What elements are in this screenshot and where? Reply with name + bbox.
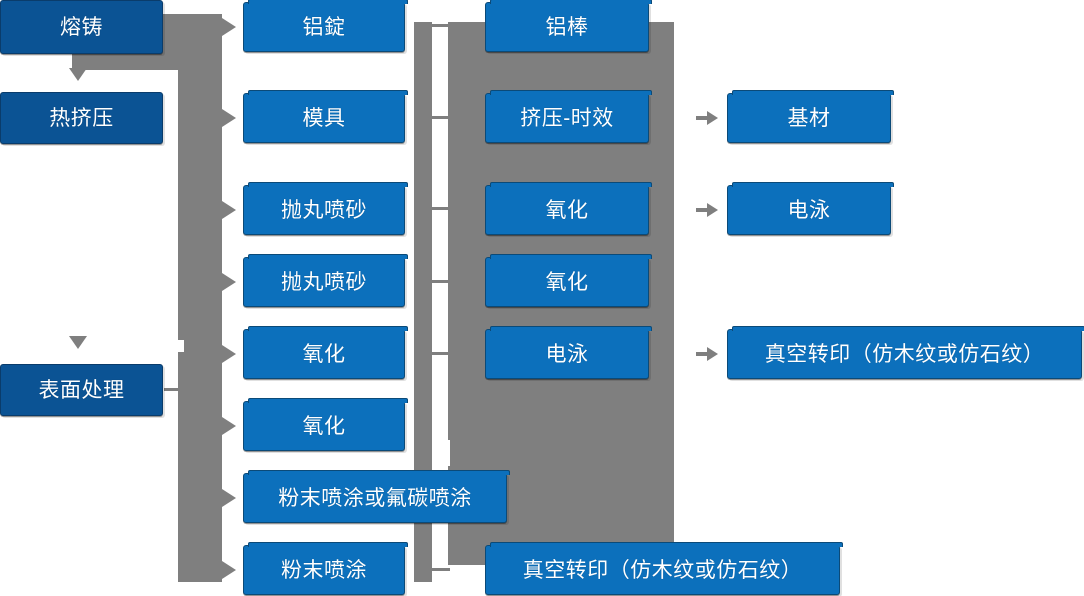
- left-bracket-stub-bottom: [160, 340, 184, 352]
- output-arrow-3-shaft: [696, 352, 708, 356]
- input-box-oxidation-1[interactable]: 氧化: [243, 326, 408, 379]
- branch-arrow-3: [222, 201, 236, 219]
- branch-arrow-7: [222, 489, 236, 507]
- input-box-mold[interactable]: 模具: [243, 90, 408, 143]
- branch-arrow-8: [222, 561, 236, 579]
- branch-arrow-5: [222, 345, 236, 363]
- input-box-aluminum-ingot[interactable]: 铝錠: [243, 0, 408, 52]
- stage-down-arrow: [69, 68, 87, 81]
- stage-down-arrow-2: [69, 336, 87, 349]
- output-box-electrophoresis[interactable]: 电泳: [727, 182, 894, 235]
- process-box-aluminum-bar[interactable]: 铝棒: [485, 0, 652, 52]
- output-arrow-3: [707, 347, 718, 361]
- output-box-vacuum-transfer-printing[interactable]: 真空转印（仿木纹或仿石纹）: [727, 326, 1084, 379]
- input-box-powder-coating[interactable]: 粉末喷涂: [243, 542, 408, 595]
- process-box-vacuum-transfer-printing[interactable]: 真空转印（仿木纹或仿石纹）: [485, 542, 843, 595]
- mid-tie-line-3: [432, 207, 450, 210]
- output-arrow-1-shaft: [696, 116, 708, 120]
- mid-tie-line-5: [432, 352, 450, 355]
- mid-tie-line-6: [432, 568, 450, 571]
- branch-arrow-1: [222, 18, 236, 36]
- stage-box-surface-treatment[interactable]: 表面处理: [0, 364, 163, 416]
- branch-arrow-6: [222, 417, 236, 435]
- mid-tie-line-2: [432, 116, 450, 119]
- stage-box-melting[interactable]: 熔铸: [0, 0, 163, 54]
- left-bracket-bar: [178, 14, 222, 582]
- process-box-oxidation-2[interactable]: 氧化: [485, 254, 652, 307]
- output-arrow-2-shaft: [696, 208, 708, 212]
- stage-box-hot-extrusion[interactable]: 热挤压: [0, 92, 163, 144]
- input-box-shot-blasting-2[interactable]: 抛丸喷砂: [243, 254, 408, 307]
- process-box-extrusion-aging[interactable]: 挤压-时效: [485, 90, 652, 143]
- mid-tie-line-4: [432, 280, 450, 283]
- mid-narrow-bar: [414, 22, 432, 582]
- input-box-shot-blasting-1[interactable]: 抛丸喷砂: [243, 182, 408, 235]
- surface-treatment-tie-line: [164, 388, 188, 391]
- input-box-oxidation-2[interactable]: 氧化: [243, 398, 408, 451]
- output-arrow-1: [707, 111, 718, 125]
- branch-arrow-2: [222, 109, 236, 127]
- process-box-electrophoresis[interactable]: 电泳: [485, 326, 652, 379]
- mid-tie-line-1: [432, 24, 450, 27]
- output-box-substrate[interactable]: 基材: [727, 90, 894, 143]
- process-box-oxidation-1[interactable]: 氧化: [485, 182, 652, 235]
- output-arrow-2: [707, 203, 718, 217]
- branch-arrow-4: [222, 273, 236, 291]
- input-box-powder-or-fluorocarbon-coating[interactable]: 粉末喷涂或氟碳喷涂: [243, 470, 510, 523]
- panel-bottom-gap: [432, 440, 450, 466]
